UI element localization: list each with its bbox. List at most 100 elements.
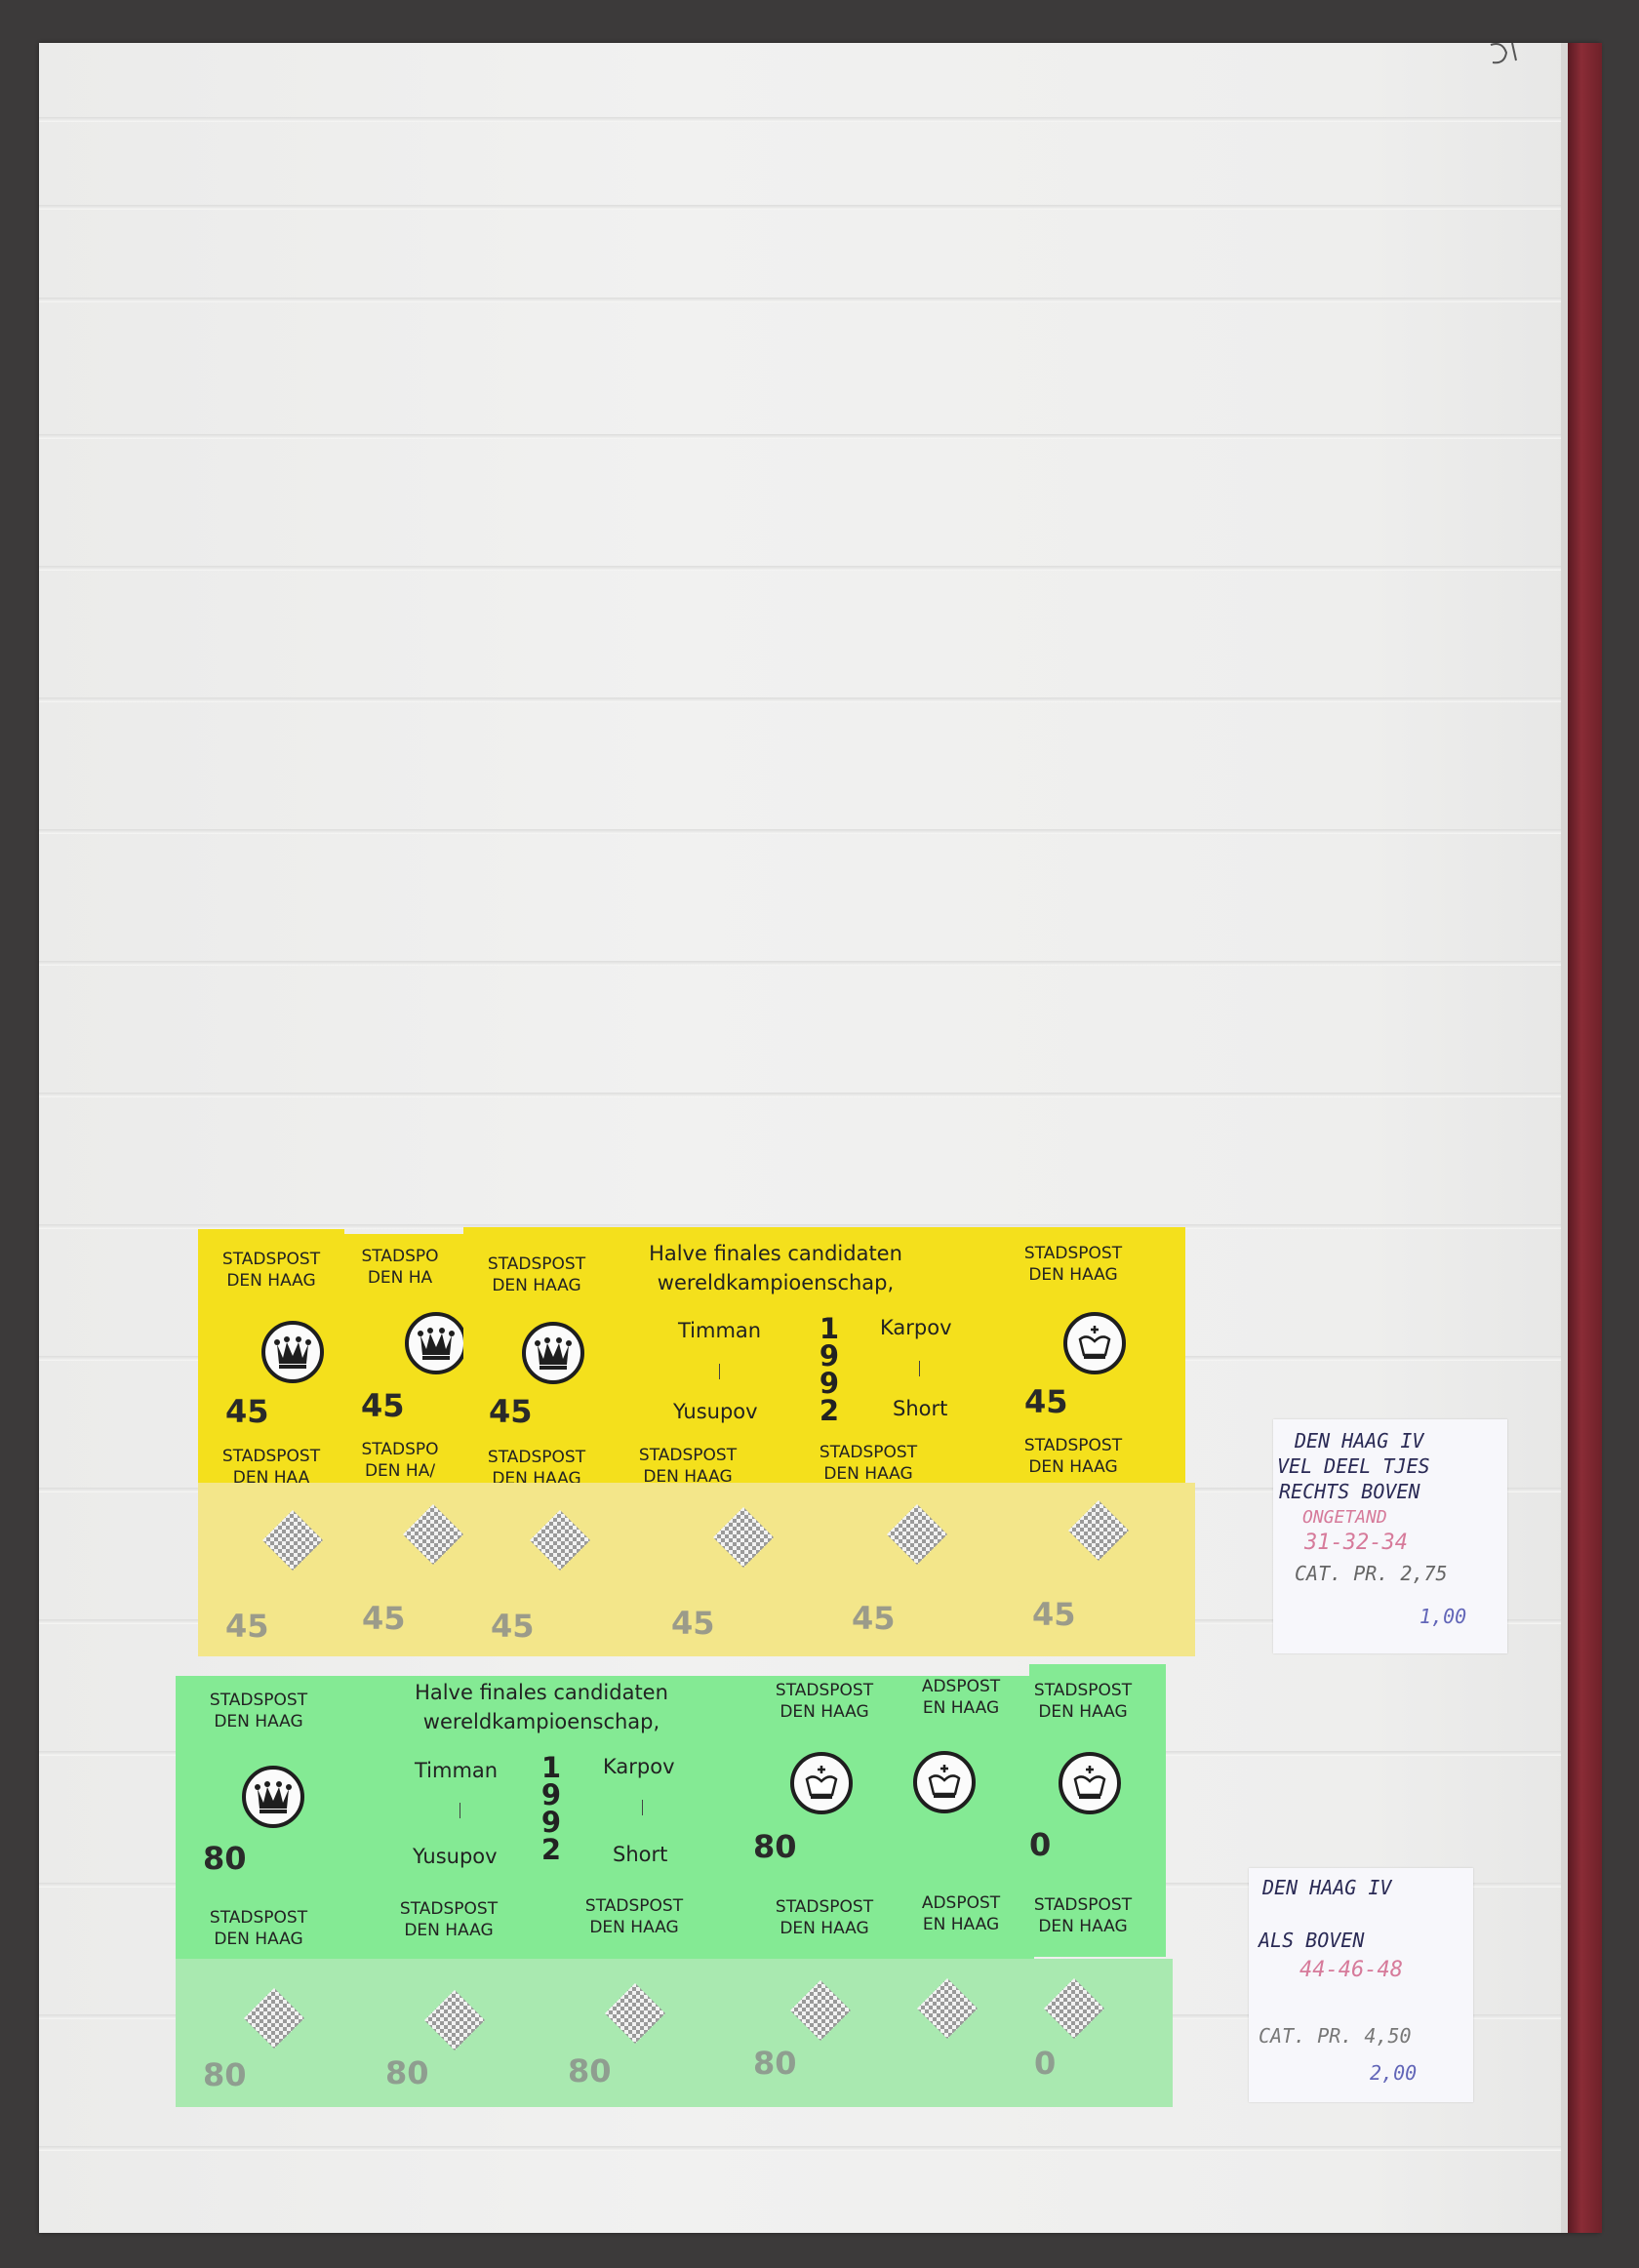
stamp-text-stadspost: STADSPOST xyxy=(819,1443,918,1462)
stamp-text-stadspost: STADSPO xyxy=(361,1247,439,1266)
sheetlet-title-line1: Halve finales candidaten xyxy=(415,1681,668,1704)
stamp-row-pale-yellow: 45 45 45 45 45 45 xyxy=(198,1483,1195,1656)
stamp-text-stadspost: STADSPOST xyxy=(221,1250,321,1269)
stamp-text-stadspost: STADSPOST xyxy=(209,1908,308,1928)
stamp-text-stadspost: STADSPOST xyxy=(221,1447,321,1466)
year-digit: 9 xyxy=(540,1778,562,1811)
note-line: CAT. PR. 2,75 xyxy=(1295,1562,1448,1585)
player-name: Short xyxy=(893,1397,948,1420)
stamp-text-den-haag: DEN HAAG xyxy=(1038,1702,1128,1722)
player-name: Timman xyxy=(678,1319,762,1342)
chessboard-icon xyxy=(790,1980,851,2041)
stamp-value: 80 xyxy=(203,2056,247,2093)
note-line: CAT. PR. 4,50 xyxy=(1259,2024,1412,2048)
stamp-text-den-haag: DEN HAAG xyxy=(1028,1457,1118,1477)
album-strip xyxy=(39,117,1561,122)
stamp-text-den-haag: DEN HA/ xyxy=(364,1461,436,1481)
album-strip xyxy=(39,205,1561,210)
album-strip xyxy=(39,2146,1561,2151)
chessboard-icon xyxy=(244,1988,304,2049)
stamp-text-stadspost: STADSPOST xyxy=(399,1899,499,1919)
chessboard-icon xyxy=(530,1510,590,1571)
stamp-yellow-queen: STADSPOST DEN HAAG 45 STADSPOST DEN HAA xyxy=(198,1229,344,1483)
page-edge xyxy=(1561,43,1569,2233)
stamp-value: 45 xyxy=(489,1393,533,1430)
note-line: 44-46-48 xyxy=(1299,1958,1403,1982)
versus-tick xyxy=(919,1361,920,1376)
king-piece-icon xyxy=(1063,1312,1126,1374)
stamp-yellow-sheetlet: STADSPOST DEN HAAG 45 STADSPOST DEN HAAG… xyxy=(463,1227,1185,1486)
year-digit: 2 xyxy=(540,1833,562,1866)
queen-piece-icon xyxy=(242,1766,304,1828)
stamp-text-den-haag: DEN HAAG xyxy=(226,1271,316,1291)
player-name: Yusupov xyxy=(673,1400,758,1423)
stamp-value: 45 xyxy=(225,1608,269,1645)
stamp-text-den-haag: DEN HAAG xyxy=(214,1712,303,1731)
stamp-text-stadspost: STADSPOST xyxy=(209,1691,308,1710)
note-line: ALS BOVEN xyxy=(1259,1929,1365,1952)
album-binding xyxy=(1568,43,1602,2233)
album-strip xyxy=(39,697,1561,702)
stamp-value: 45 xyxy=(671,1605,715,1642)
stamp-green-king-partial: ADSPOST EN HAAG ADSPOST EN HAAG xyxy=(907,1676,1034,1959)
stamp-row-pale-green: 80 80 80 80 0 xyxy=(176,1959,1173,2107)
stamp-text-den-haag: DEN HAAG xyxy=(214,1930,303,1949)
stamp-yellow-queen-partial: STADSPO DEN HA 45 STADSPO DEN HA/ xyxy=(337,1234,463,1483)
stamp-value: 80 xyxy=(753,1828,797,1865)
versus-tick xyxy=(642,1800,643,1815)
stamp-text-den-haag: DEN HA xyxy=(367,1268,433,1288)
stamp-text-stadspost: STADSPOST xyxy=(775,1681,874,1700)
chessboard-icon xyxy=(1044,1978,1104,2039)
pencil-mark xyxy=(1490,42,1517,64)
stamp-value: 45 xyxy=(225,1393,269,1430)
king-piece-icon xyxy=(913,1751,976,1813)
stamp-text-stadspost: STADSPOST xyxy=(1033,1681,1133,1700)
queen-piece-icon xyxy=(261,1321,324,1383)
note-line: VEL DEEL TJES xyxy=(1277,1454,1430,1478)
stamp-text-stadspost: STADSPOST xyxy=(775,1897,874,1917)
stamp-text-stadspost: STADSPO xyxy=(361,1440,439,1459)
stamp-value: 80 xyxy=(385,2054,429,2091)
stamp-value: 45 xyxy=(852,1600,896,1637)
queen-piece-icon xyxy=(405,1312,463,1374)
stamp-green-king: STADSPOST DEN HAAG 0 STADSPOST DEN HAAG xyxy=(1029,1664,1166,1957)
stamp-text-stadspost: STADSPOST xyxy=(487,1254,586,1274)
stamp-text-stadspost: STADSPOST xyxy=(487,1448,586,1467)
year-digit: 2 xyxy=(819,1394,840,1427)
stamp-text-den-haag: DEN HAAG xyxy=(492,1469,581,1486)
sheetlet-title-line2: wereldkampioenschap, xyxy=(422,1710,660,1733)
stamp-text-den-haag: EN HAAG xyxy=(922,1698,1000,1718)
player-name: Timman xyxy=(415,1759,499,1782)
chessboard-icon xyxy=(605,1983,665,2044)
stamp-value: 45 xyxy=(491,1608,535,1645)
player-name: Karpov xyxy=(603,1755,675,1778)
stamp-value: 45 xyxy=(1024,1383,1068,1420)
stamp-text-den-haag: DEN HAAG xyxy=(589,1918,679,1937)
stamp-text-den-haag: DEN HAAG xyxy=(780,1702,869,1722)
stamp-value: 0 xyxy=(1034,2045,1057,2082)
year-digit: 9 xyxy=(819,1339,840,1373)
stamp-text-den-haag: DEN HAAG xyxy=(823,1464,913,1484)
album-strip xyxy=(39,1224,1561,1229)
stamp-text-den-haag: DEN HAAG xyxy=(1028,1265,1118,1285)
year-digit: 1 xyxy=(819,1312,840,1345)
chessboard-icon xyxy=(1068,1500,1129,1561)
queen-piece-icon xyxy=(522,1322,584,1384)
stamp-text-den-haag: DEN HAAG xyxy=(404,1921,494,1940)
versus-tick xyxy=(719,1364,720,1379)
album-strip xyxy=(39,829,1561,834)
note-line: 2,00 xyxy=(1370,2061,1418,2085)
stamp-value: 80 xyxy=(753,2045,797,2082)
catalogue-note-1: DEN HAAG IV VEL DEEL TJES RECHTS BOVEN O… xyxy=(1273,1419,1507,1653)
chessboard-icon xyxy=(887,1504,947,1565)
year-digit: 9 xyxy=(819,1367,840,1400)
album-strip xyxy=(39,1093,1561,1097)
chessboard-icon xyxy=(262,1510,323,1571)
chessboard-icon xyxy=(403,1504,463,1565)
catalogue-note-2: DEN HAAG IV ALS BOVEN 44-46-48 CAT. PR. … xyxy=(1249,1868,1473,2102)
stamp-value: 80 xyxy=(203,1840,247,1877)
stamp-value: 0 xyxy=(1029,1826,1052,1863)
year-digit: 1 xyxy=(540,1751,562,1784)
stamp-text-stadspost: STADSPOST xyxy=(1033,1895,1133,1915)
stamp-value: 45 xyxy=(361,1387,405,1424)
